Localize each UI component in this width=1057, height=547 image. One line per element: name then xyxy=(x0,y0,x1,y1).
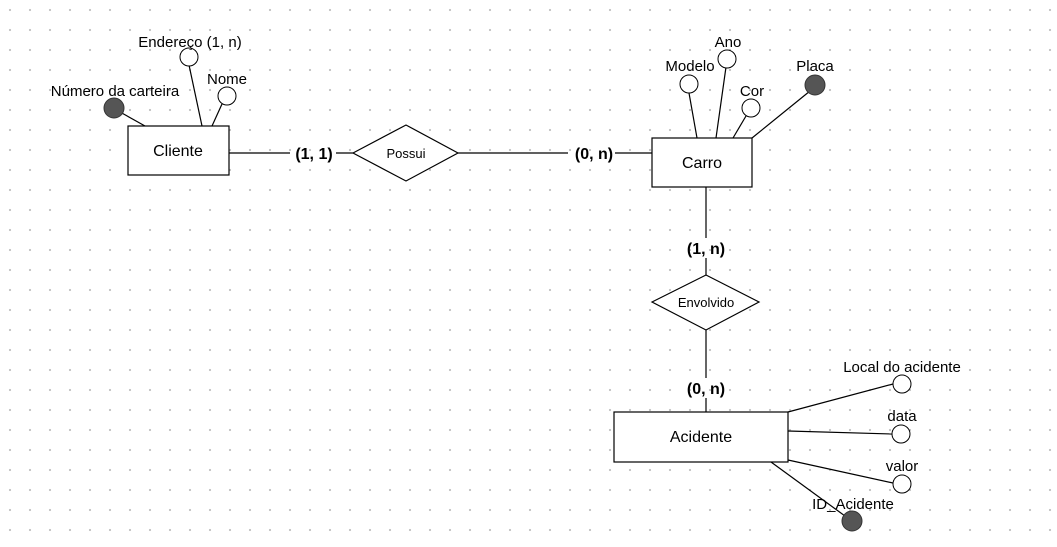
attribute-nome-label: Nome xyxy=(207,71,247,88)
relationship-possui-label: Possui xyxy=(386,146,425,161)
cardinality-cliente-possui: (1, 1) xyxy=(295,146,332,163)
line-attr-valor xyxy=(787,459,894,484)
attribute-cor[interactable]: Cor xyxy=(740,83,764,118)
entity-carro[interactable]: Carro xyxy=(651,137,753,188)
attribute-ano-label: Ano xyxy=(715,34,742,51)
line-attr-data xyxy=(787,430,893,435)
entity-cliente[interactable]: Cliente xyxy=(127,125,230,176)
attribute-modelo-label: Modelo xyxy=(665,58,714,75)
cardinality-labels: (1, 1) (0, n) (1, n) (0, n) xyxy=(295,146,725,398)
attribute-modelo[interactable]: Modelo xyxy=(665,58,715,94)
attribute-placa[interactable]: Placa xyxy=(796,58,834,96)
attribute-local-acidente-label: Local do acidente xyxy=(843,359,961,376)
relationship-possui[interactable]: Possui xyxy=(351,124,460,182)
cardinality-carro-envolvido: (1, n) xyxy=(687,241,725,258)
line-attr-placa xyxy=(751,90,811,139)
attribute-data[interactable]: data xyxy=(887,408,917,444)
attribute-id-acidente-label: ID_Acidente xyxy=(812,496,894,513)
attribute-nome[interactable]: Nome xyxy=(207,71,247,106)
entity-acidente-label: Acidente xyxy=(670,429,732,446)
attribute-local-acidente[interactable]: Local do acidente xyxy=(843,359,961,394)
attribute-valor-label: valor xyxy=(886,458,919,475)
attribute-endereco-label: Endereço (1, n) xyxy=(138,34,241,51)
attribute-numero-carteira[interactable]: Número da carteira xyxy=(51,83,180,119)
attribute-placa-label: Placa xyxy=(796,58,834,75)
attribute-ano[interactable]: Ano xyxy=(715,34,742,69)
attribute-cor-label: Cor xyxy=(740,83,764,100)
line-attr-numero-carteira xyxy=(119,111,146,127)
entity-carro-label: Carro xyxy=(682,155,722,172)
line-attr-ano xyxy=(715,66,727,139)
attribute-valor[interactable]: valor xyxy=(886,458,919,494)
attribute-data-label: data xyxy=(887,408,917,425)
relationship-envolvido[interactable]: Envolvido xyxy=(650,274,761,331)
attribute-numero-carteira-label: Número da carteira xyxy=(51,83,180,100)
line-attr-id xyxy=(770,461,846,517)
line-attr-nome xyxy=(211,103,223,127)
entity-acidente[interactable]: Acidente xyxy=(613,411,789,463)
line-attr-local xyxy=(787,383,894,413)
relationship-envolvido-label: Envolvido xyxy=(678,295,734,310)
cardinality-envolvido-acidente: (0, n) xyxy=(687,381,725,398)
attribute-id-acidente[interactable]: ID_Acidente xyxy=(812,496,894,532)
entity-cliente-label: Cliente xyxy=(153,143,203,160)
cardinality-possui-carro: (0, n) xyxy=(575,146,613,163)
line-attr-modelo xyxy=(688,92,698,139)
connector-lines xyxy=(119,64,894,517)
line-attr-endereco xyxy=(188,64,203,127)
attribute-endereco[interactable]: Endereço (1, n) xyxy=(138,34,242,67)
line-attr-cor xyxy=(732,115,747,139)
